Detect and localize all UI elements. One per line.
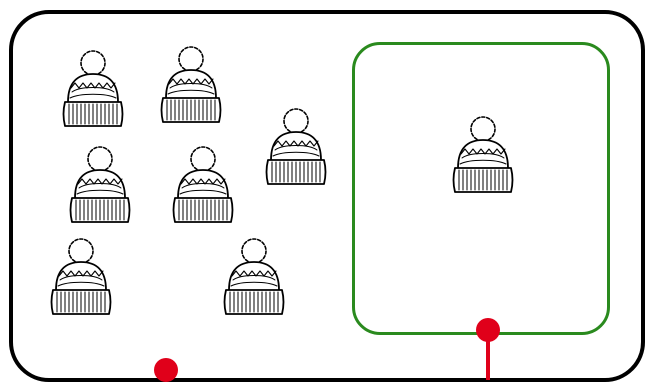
knit-beanie-icon — [448, 112, 518, 198]
knit-beanie-icon — [46, 234, 116, 320]
marker-dot — [476, 318, 500, 342]
marker-stem — [486, 330, 490, 380]
marker-dot — [154, 358, 178, 382]
knit-beanie-icon — [65, 142, 135, 228]
knit-beanie-icon — [156, 42, 226, 128]
knit-beanie-icon — [58, 46, 128, 132]
knit-beanie-icon — [168, 142, 238, 228]
knit-beanie-icon — [219, 234, 289, 320]
knit-beanie-icon — [261, 104, 331, 190]
